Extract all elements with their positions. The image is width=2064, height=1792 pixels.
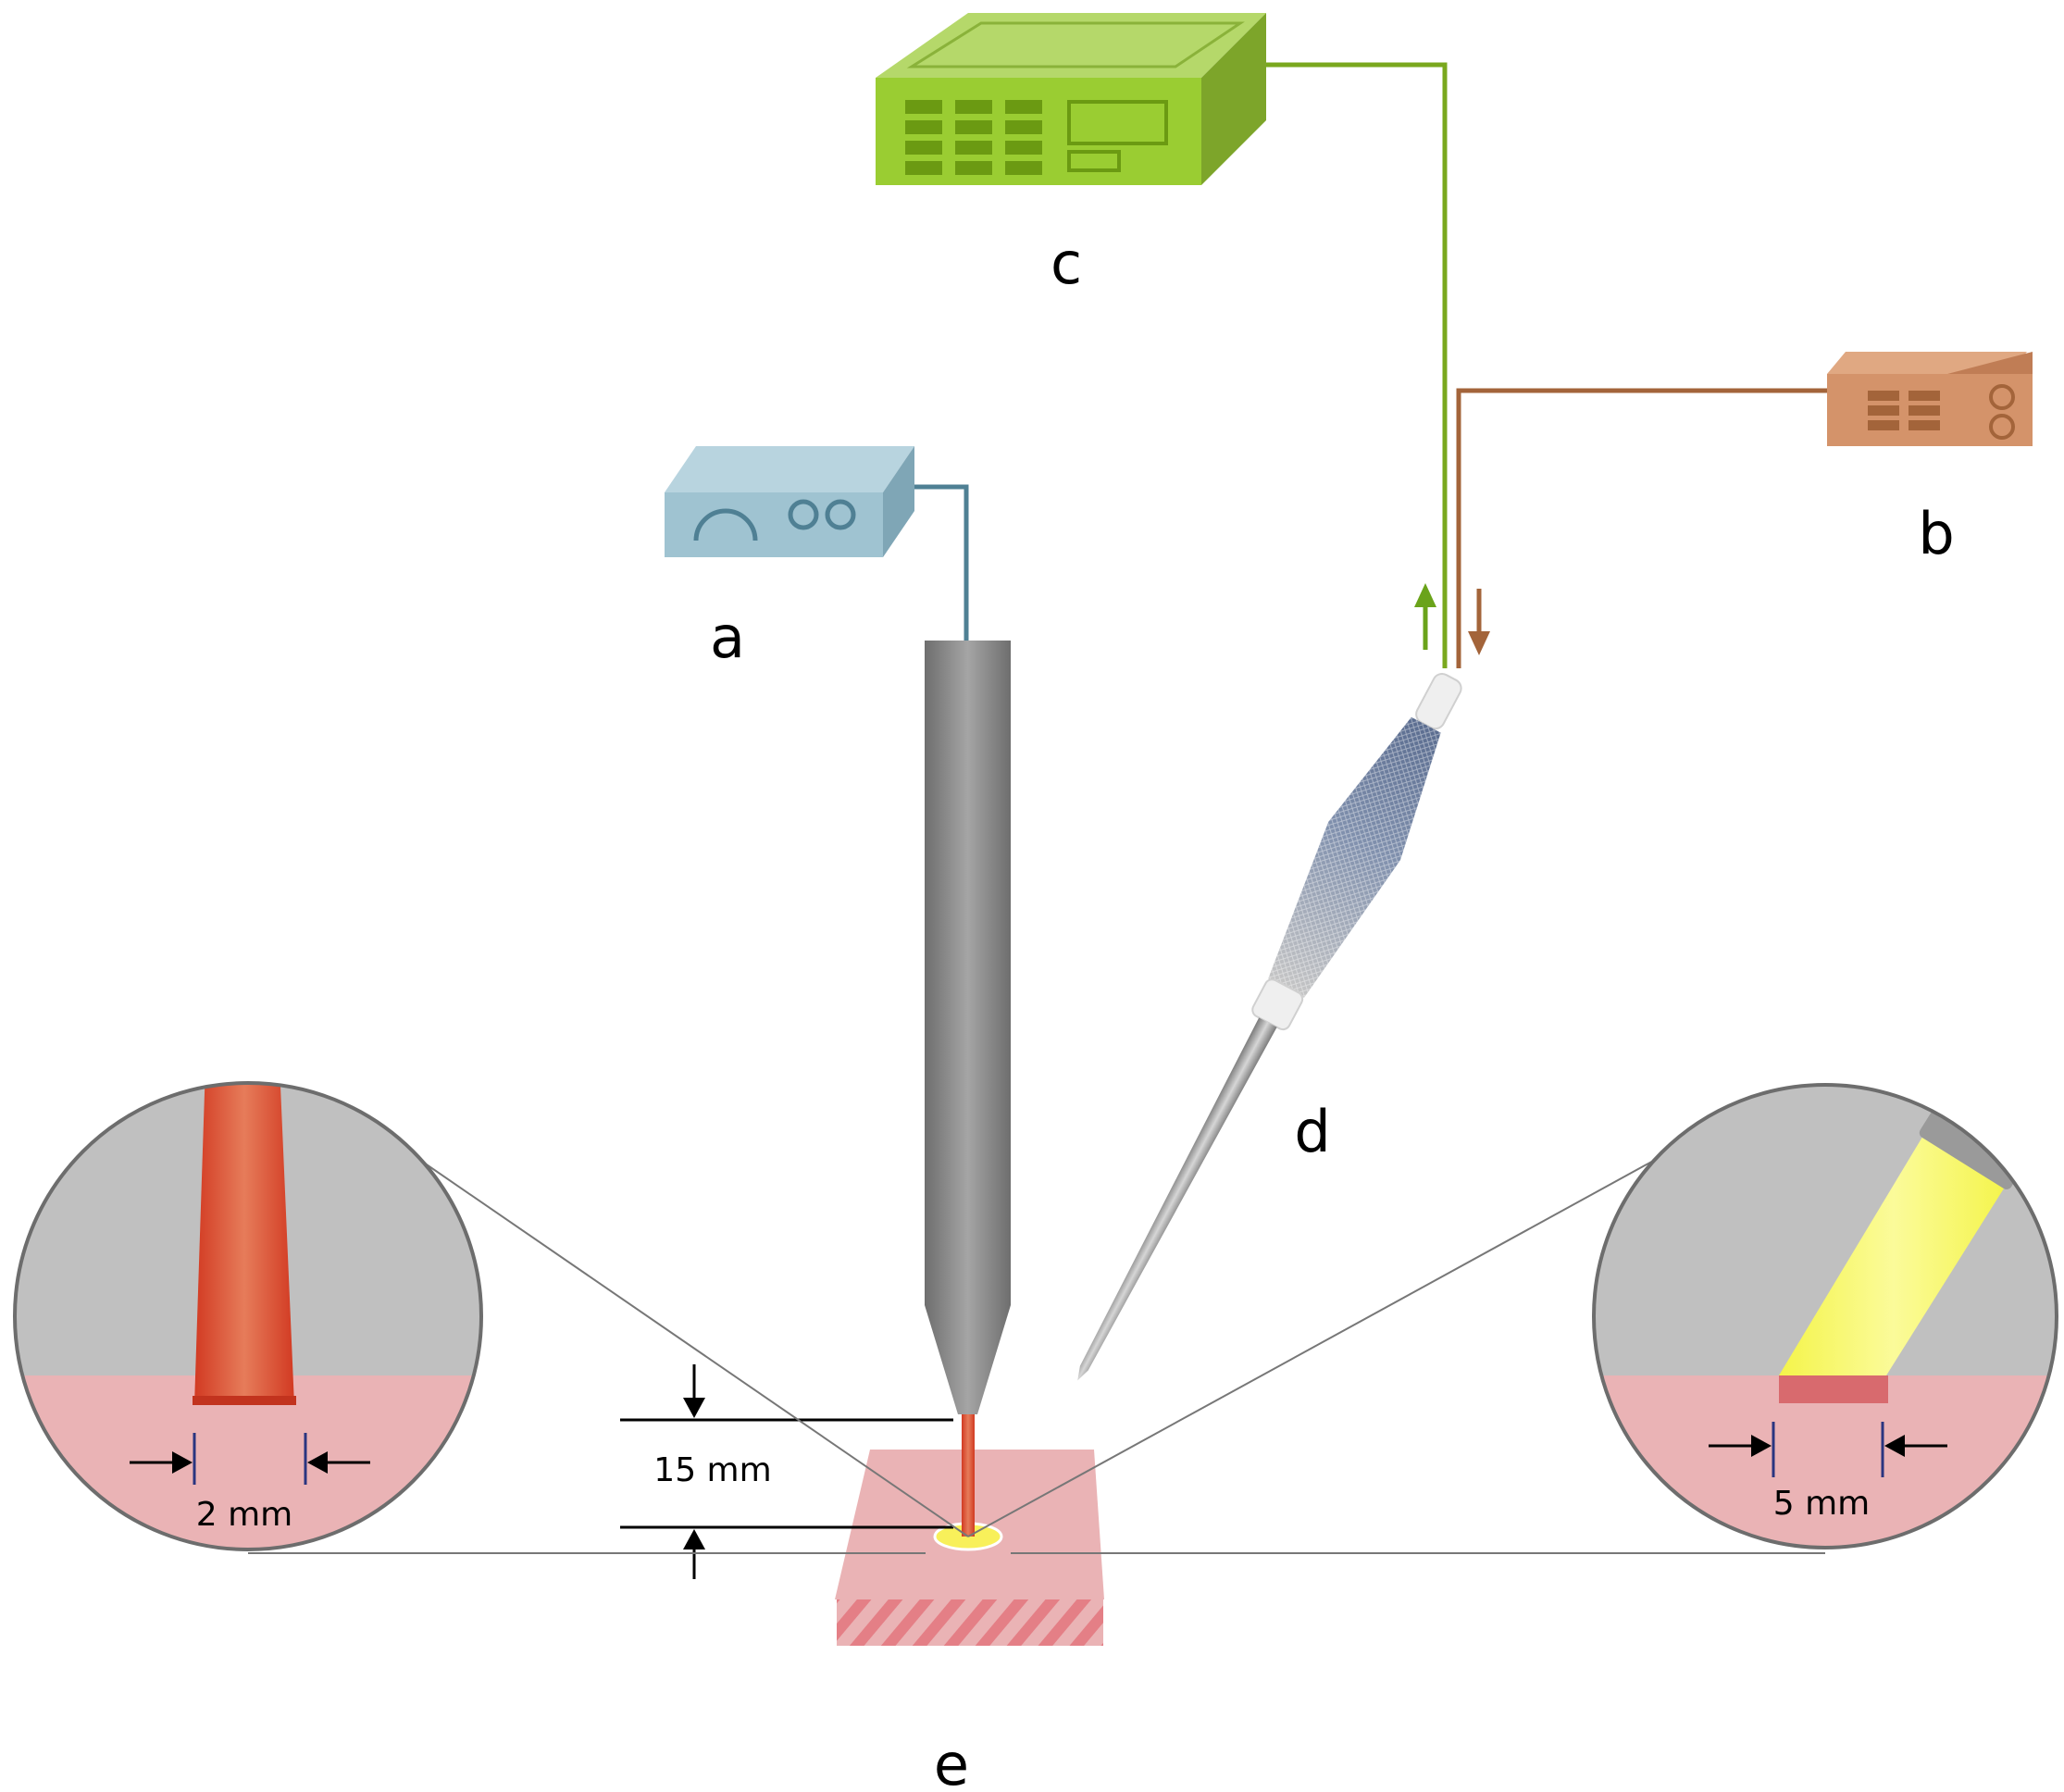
probe-cap [1415, 673, 1462, 730]
gauge-icon [693, 508, 758, 541]
zoomed-jet [194, 1083, 294, 1405]
left-width-dimension [130, 1433, 370, 1485]
device-b-knob-2 [1989, 414, 2015, 440]
knob-icon-2 [825, 499, 856, 530]
device-b-keypad [1868, 391, 1940, 430]
device-c-top-panel [906, 21, 1245, 68]
label-c: c [1051, 230, 1082, 297]
device-c-side [1201, 13, 1266, 185]
zoom-circle-right: 5 mm [1592, 1083, 2058, 1549]
plasma-nozzle [925, 641, 1011, 1414]
cable-a [914, 484, 969, 641]
label-d: d [1294, 1098, 1330, 1165]
cable-b [1456, 388, 1827, 668]
cable-c [1266, 62, 1448, 668]
device-a-generator [665, 446, 914, 557]
device-c-slot [1067, 150, 1121, 172]
zoom-circle-left: 2 mm [13, 1081, 483, 1551]
flow-arrow-up [1414, 583, 1436, 650]
label-e: e [934, 1731, 969, 1792]
right-width-label: 5 mm [1773, 1485, 1870, 1523]
knob-icon-1 [788, 499, 819, 530]
device-a-side [883, 446, 914, 557]
plasma-jet [962, 1414, 975, 1537]
label-a: a [710, 604, 745, 671]
right-width-dimension [1709, 1422, 1947, 1477]
device-c-screen [1067, 100, 1168, 145]
probe-d [1077, 673, 1462, 1381]
left-width-label: 2 mm [196, 1496, 292, 1534]
probe-shaft [1077, 1017, 1277, 1381]
probe-handle-mesh [1268, 716, 1441, 998]
standoff-label: 15 mm [653, 1451, 771, 1489]
device-c-keypad [905, 100, 1042, 175]
standoff-dimension [620, 1364, 953, 1579]
label-b: b [1918, 500, 1954, 567]
device-c-controller [876, 13, 1266, 185]
device-b-unit [1827, 352, 2033, 446]
device-b-knob-1 [1989, 384, 2015, 410]
irradiated-area [1779, 1375, 1888, 1403]
probe-collar [1251, 978, 1304, 1031]
light-beam [1779, 1129, 2008, 1375]
zoom-connectors [248, 1158, 1825, 1554]
flow-arrow-down [1468, 589, 1490, 655]
device-a-top [665, 446, 914, 492]
tissue-hatched-base [837, 1599, 1103, 1646]
